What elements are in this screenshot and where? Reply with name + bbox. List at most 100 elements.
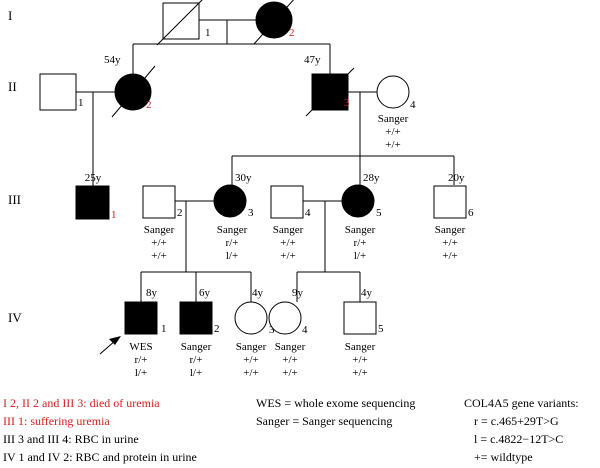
test-method: Sanger bbox=[181, 341, 212, 353]
genotype-l: +/+ bbox=[243, 367, 258, 379]
affected-female-symbol bbox=[213, 184, 247, 218]
generation-label-1: I bbox=[8, 8, 12, 23]
affected-female-symbol bbox=[341, 184, 375, 218]
individual-III5: 28y 5 Sanger r/+ l/+ bbox=[341, 172, 382, 262]
deceased-slash bbox=[111, 65, 156, 118]
affected-male-symbol bbox=[75, 185, 110, 220]
male-symbol bbox=[39, 73, 77, 111]
individual-number: 1 bbox=[78, 97, 84, 109]
deceased-slash bbox=[305, 67, 355, 117]
individual-IV3: 4y 3 Sanger +/+ +/+ bbox=[234, 287, 275, 379]
individual-III2: 2 Sanger +/+ +/+ bbox=[142, 185, 183, 262]
individual-number: 2 bbox=[177, 207, 183, 219]
test-method: Sanger bbox=[273, 224, 304, 236]
individual-age: 9y bbox=[292, 287, 304, 299]
individual-age: 6y bbox=[199, 287, 211, 299]
individual-IV1: 8y 1 WES r/+ l/+ bbox=[99, 287, 167, 379]
legend-variant-line: COL4A5 gene variants: bbox=[464, 396, 579, 410]
legend-variant-line: l = c.4822−12T>C bbox=[474, 432, 563, 446]
individual-age: 25y bbox=[85, 172, 102, 184]
genotype-l: l/+ bbox=[135, 367, 147, 379]
test-method: Sanger bbox=[275, 341, 306, 353]
individual-III6: 20y 6 Sanger +/+ +/+ bbox=[433, 172, 474, 262]
female-symbol bbox=[234, 301, 268, 335]
legend-phenotypes: I 2, II 2 and III 3: died of uremia III … bbox=[3, 396, 197, 464]
affected-male-symbol bbox=[124, 301, 158, 335]
genotype-r: r/+ bbox=[354, 237, 367, 249]
individual-II2: 54y 2 bbox=[104, 54, 156, 118]
test-method: Sanger bbox=[345, 224, 376, 236]
individual-number: 5 bbox=[376, 207, 382, 219]
individual-IV4: 9y 4 Sanger +/+ +/+ bbox=[268, 287, 308, 379]
genotype-r: +/+ bbox=[352, 354, 367, 366]
individual-I2: 2 bbox=[253, 0, 295, 45]
genotype-r: +/+ bbox=[151, 237, 166, 249]
genotype-l: +/+ bbox=[151, 250, 166, 262]
individual-number: 6 bbox=[468, 207, 474, 219]
male-symbol bbox=[142, 185, 176, 219]
individual-number: 3 bbox=[269, 324, 275, 336]
legend-phenotype-line: III 1: suffering uremia bbox=[3, 414, 110, 428]
individual-number: 2 bbox=[289, 27, 295, 39]
deceased-slash bbox=[156, 0, 203, 46]
legend-variants: COL4A5 gene variants: r = c.465+29T>G l … bbox=[464, 396, 579, 464]
genotype-r: r/+ bbox=[135, 354, 148, 366]
genotype-l: l/+ bbox=[190, 367, 202, 379]
test-method: Sanger bbox=[435, 224, 466, 236]
deceased-slash bbox=[253, 0, 294, 45]
genotype-r: +/+ bbox=[282, 354, 297, 366]
individual-age: 47y bbox=[304, 54, 321, 66]
legend-phenotype-line: IV 1 and IV 2: RBC and protein in urine bbox=[3, 450, 197, 464]
individual-number: 1 bbox=[205, 27, 211, 39]
male-symbol bbox=[433, 185, 467, 219]
genotype-r: +/+ bbox=[442, 237, 457, 249]
individual-age: 20y bbox=[448, 172, 465, 184]
individual-age: 8y bbox=[146, 287, 158, 299]
legend-variant-line: += wildtype bbox=[474, 450, 533, 464]
individual-number: 4 bbox=[305, 207, 311, 219]
genotype-r: +/+ bbox=[280, 237, 295, 249]
individual-II4: 4 Sanger +/+ +/+ bbox=[376, 75, 416, 151]
individual-III4: 4 Sanger +/+ +/+ bbox=[270, 185, 311, 262]
genotype-r: r/+ bbox=[190, 354, 203, 366]
individual-age: 54y bbox=[104, 54, 121, 66]
individual-number: 3 bbox=[344, 97, 350, 109]
individual-age: 4y bbox=[361, 287, 373, 299]
individual-number: 4 bbox=[302, 324, 308, 336]
genotype-l: +/+ bbox=[282, 367, 297, 379]
male-symbol bbox=[343, 301, 377, 335]
individual-IV2: 6y 2 Sanger r/+ l/+ bbox=[179, 287, 220, 379]
individual-age: 4y bbox=[252, 287, 264, 299]
individual-III1: 25y 1 bbox=[75, 172, 117, 221]
individual-IV5: 4y 5 Sanger +/+ +/+ bbox=[343, 287, 384, 379]
individual-number: 3 bbox=[248, 207, 254, 219]
individual-I1: 1 bbox=[156, 0, 211, 46]
individual-II3: 47y 3 bbox=[304, 54, 355, 117]
genotype-l: +/+ bbox=[442, 250, 457, 262]
genotype-r: +/+ bbox=[385, 126, 400, 138]
generation-labels: I II III IV bbox=[8, 8, 22, 325]
proband-arrow-head-icon bbox=[109, 336, 121, 345]
test-method: Sanger bbox=[144, 224, 175, 236]
legend-phenotype-line: I 2, II 2 and III 3: died of uremia bbox=[3, 396, 160, 410]
individual-number: 2 bbox=[214, 323, 220, 335]
legend-phenotype-line: III 3 and III 4: RBC in urine bbox=[3, 432, 139, 446]
individual-number: 1 bbox=[111, 209, 117, 221]
affected-male-symbol bbox=[179, 301, 213, 335]
legend-method-line: WES = whole exome sequencing bbox=[256, 396, 415, 410]
individual-age: 28y bbox=[363, 172, 380, 184]
genotype-l: +/+ bbox=[280, 250, 295, 262]
genotype-l: +/+ bbox=[385, 139, 400, 151]
individual-number: 5 bbox=[378, 323, 384, 335]
generation-label-2: II bbox=[8, 79, 17, 94]
generation-label-3: III bbox=[8, 192, 21, 207]
genotype-l: l/+ bbox=[226, 250, 238, 262]
test-method: Sanger bbox=[236, 341, 267, 353]
legend-variant-line: r = c.465+29T>G bbox=[474, 414, 559, 428]
genotype-l: +/+ bbox=[352, 367, 367, 379]
genotype-r: +/+ bbox=[243, 354, 258, 366]
genotype-r: r/+ bbox=[226, 237, 239, 249]
individual-age: 30y bbox=[235, 172, 252, 184]
individual-III3: 30y 3 Sanger r/+ l/+ bbox=[213, 172, 254, 262]
